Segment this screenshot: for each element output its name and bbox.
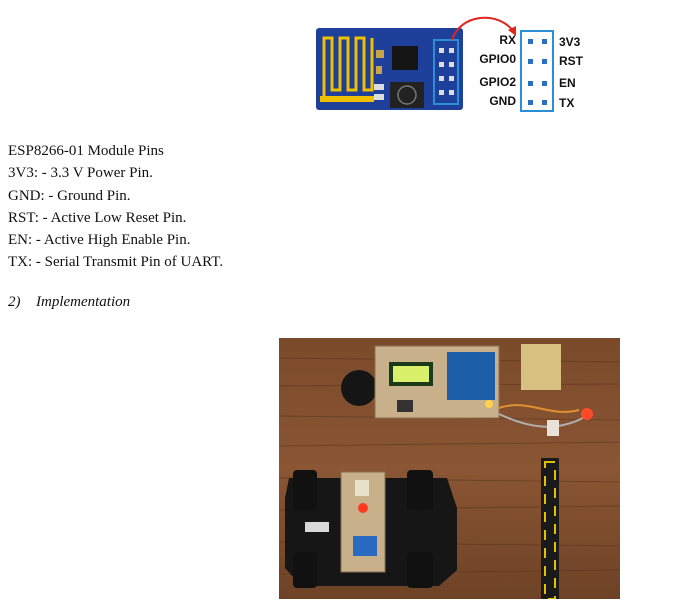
pin-label-gpio0: GPIO0: [479, 52, 516, 66]
pin-list-heading: ESP8266-01 Module Pins: [8, 143, 164, 159]
pin-label-en: EN: [559, 76, 576, 90]
section-title: Implementation: [36, 294, 131, 310]
header-pin: [542, 81, 547, 86]
implementation-photo: [279, 338, 620, 599]
header-pin: [542, 39, 547, 44]
pin-label-gnd: GND: [489, 94, 516, 108]
section-heading: 2) Implementation: [8, 294, 130, 311]
pin-desc-rst: RST: - Active Low Reset Pin.: [8, 209, 187, 226]
header-pin: [542, 100, 547, 105]
esp8266-pinout-figure: RX GPIO0 GPIO2 GND 3V3 RST EN TX: [316, 14, 606, 118]
pin-label-gpio2: GPIO2: [479, 75, 516, 89]
pin-label-tx: TX: [559, 96, 575, 110]
pin-label-rx: RX: [499, 33, 516, 47]
header-pin: [542, 59, 547, 64]
esp8266-board-illustration: [316, 28, 463, 110]
implementation-photo-artwork: [279, 338, 620, 599]
pin-description-list: ESP8266-01 Module Pins 3V3: - 3.3 V Powe…: [8, 140, 223, 274]
pin-desc-3v3: 3V3: - 3.3 V Power Pin.: [8, 165, 153, 182]
pin-desc-gnd: GND: - Ground Pin.: [8, 187, 131, 204]
header-pin: [528, 100, 533, 105]
board-artwork: [320, 36, 459, 108]
pin-header-diagram: [520, 30, 554, 112]
header-pin: [528, 59, 533, 64]
pin-label-rst: RST: [559, 54, 583, 68]
header-pin: [528, 39, 533, 44]
pin-desc-en: EN: - Active High Enable Pin.: [8, 232, 191, 249]
header-pin: [528, 81, 533, 86]
red-arrow-icon: [451, 16, 516, 41]
pin-desc-tx: TX: - Serial Transmit Pin of UART.: [8, 254, 224, 271]
pin-label-3v3: 3V3: [559, 35, 581, 49]
section-number: 2): [8, 294, 21, 310]
